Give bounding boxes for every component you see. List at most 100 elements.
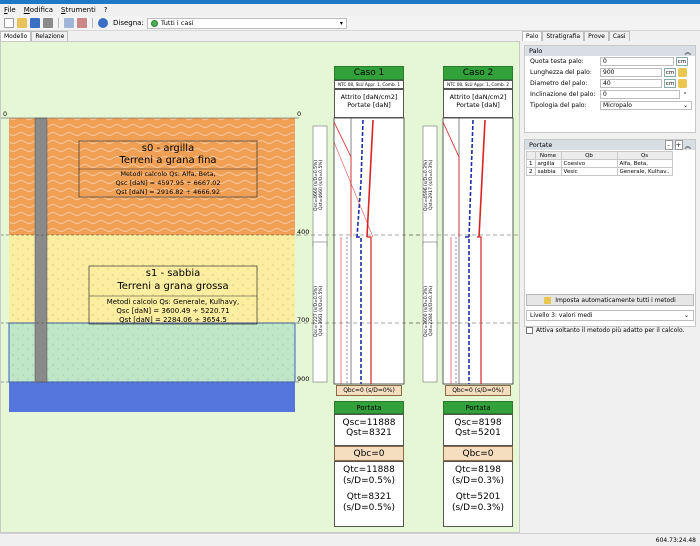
diametro-input[interactable]: 40	[600, 79, 662, 88]
layer1-method: Metodi calcolo Qs: Alfa, Beta,	[120, 170, 216, 178]
save-icon[interactable]	[30, 18, 40, 28]
case2-qbc-small: Qbc=0 (s/D=0%)	[445, 385, 511, 396]
strata-table: Nome Qb Qs 1 argilla Coesivo Alfa, Beta,…	[526, 151, 673, 176]
auto-methods-label: Imposta automaticamente tutti i metodi	[555, 296, 676, 304]
case2-subtitle: NTC 08, SLU Appr. 1, Comb. 2	[443, 80, 513, 89]
chevron-down-icon: ⌄	[682, 102, 688, 109]
case-dot-icon	[150, 19, 158, 27]
disegna-select[interactable]: Tutti i casi ▾	[146, 17, 347, 29]
case1-title[interactable]: Caso 1	[334, 66, 404, 80]
method-checkbox[interactable]	[526, 326, 533, 334]
chevron-down-icon: ⌄	[683, 312, 689, 319]
wand-icon	[544, 296, 552, 304]
inclinazione-unit: °	[683, 91, 687, 98]
collapse-icon[interactable]: ︽	[684, 48, 692, 56]
copy-icon[interactable]	[64, 18, 74, 28]
field-inclinazione: Inclinazione del palo: 0 °	[525, 89, 695, 100]
cursor-coordinates: 604.73:24.48	[655, 536, 696, 544]
case1-qbc: Qbc=0	[334, 446, 404, 461]
cell-qs[interactable]: Alfa, Beta,	[616, 159, 673, 168]
case1-qst: Qst=8321	[346, 428, 392, 438]
info-icon[interactable]	[98, 18, 108, 28]
row-num: 2	[526, 167, 536, 176]
tab-modello[interactable]: Modello	[0, 31, 32, 41]
model-canvas[interactable]: 0 0 400 700 900 s0 - argilla Terreni a g…	[0, 41, 520, 533]
cell-qb[interactable]: Coesivo	[560, 159, 618, 168]
remove-icon[interactable]: -	[664, 140, 673, 150]
cell-nome[interactable]: sabbia	[534, 167, 562, 176]
layer1-qsc: Qsc [daN] = 4597.95 ÷ 6667.02	[115, 179, 221, 187]
calculator-icon[interactable]	[678, 68, 687, 77]
case1-header: Attrito [daN/cm2] Portate [daN]	[334, 89, 404, 118]
cell-nome[interactable]: argilla	[534, 159, 562, 168]
tipologia-select[interactable]: Micropalo ⌄	[600, 101, 692, 110]
pile-shaft[interactable]	[34, 117, 48, 383]
field-lunghezza-label: Lunghezza del palo:	[530, 69, 592, 76]
method-checkbox-label: Attiva soltanto il metodo più adatto per…	[536, 326, 685, 334]
right-tabs: Palo Stratigrafia Prove Casi	[522, 31, 630, 42]
tab-stratigrafia[interactable]: Stratigrafia	[542, 31, 585, 41]
tab-casi[interactable]: Casi	[608, 31, 630, 41]
palo-section-header[interactable]: Palo ︽	[525, 46, 695, 56]
open-folder-icon[interactable]	[17, 18, 27, 28]
base-layer	[9, 382, 295, 412]
toolbar: Disegna: Tutti i casi ▾	[0, 16, 700, 31]
table-row[interactable]: 1 argilla Coesivo Alfa, Beta,	[526, 159, 673, 168]
level-select[interactable]: Livello 3: valori medi ⌄	[526, 310, 694, 321]
menu-help[interactable]: ?	[103, 6, 108, 14]
chevron-down-icon: ▾	[339, 19, 343, 27]
method-checkbox-row[interactable]: Attiva soltanto il metodo più adatto per…	[526, 325, 696, 335]
quota-input[interactable]: 0	[600, 57, 674, 66]
col-qs: Qs	[616, 151, 673, 160]
case2-head-attrito: Attrito [daN/cm2]	[449, 93, 507, 101]
col-qb: Qb	[560, 151, 618, 160]
add-icon[interactable]: +	[674, 140, 683, 150]
layer1-name: s0 - argilla	[141, 143, 195, 154]
case1-subtitle: NTC 08, SLU Appr. 1, Comb. 1	[334, 80, 404, 89]
disegna-label: Disegna:	[113, 19, 144, 27]
sand-layer[interactable]	[9, 235, 295, 323]
palo-section-title: Palo	[529, 47, 543, 55]
report-icon[interactable]	[77, 18, 87, 28]
case1-qt-box: Qtc=11888 (s/D=0.5%) Qtt=8321 (s/D=0.5%)	[334, 461, 404, 527]
layer2-desc: Terreni a grana grossa	[117, 281, 229, 292]
case1-qtt: Qtt=8321	[346, 492, 392, 502]
case1-head-attrito: Attrito [daN/cm2]	[340, 93, 398, 101]
case1-qtc-sd: (s/D=0.5%)	[342, 476, 396, 486]
tab-prove[interactable]: Prove	[584, 31, 609, 41]
case1-qs-box: Qsc=11888 Qst=8321	[334, 414, 404, 446]
inclinazione-input[interactable]: 0	[600, 90, 680, 99]
field-tipologia-label: Tipologia del palo:	[530, 102, 587, 109]
cell-qs[interactable]: Generale, Kulhav..	[616, 167, 673, 176]
portate-section-header[interactable]: Portate - + ︽	[525, 140, 695, 150]
status-bar: 604.73:24.48	[0, 533, 700, 546]
new-file-icon[interactable]	[4, 18, 14, 28]
tab-palo[interactable]: Palo	[522, 31, 543, 41]
case2-title[interactable]: Caso 2	[443, 66, 513, 80]
diametro-unit[interactable]: cm	[664, 79, 676, 88]
lunghezza-unit[interactable]: cm	[664, 68, 676, 77]
case1-qsc: Qsc=11888	[342, 418, 396, 428]
disegna-value: Tutti i casi	[160, 19, 194, 27]
print-icon[interactable]	[43, 18, 53, 28]
cell-qb[interactable]: Vesic	[560, 167, 618, 176]
calculator-icon[interactable]	[678, 79, 687, 88]
collapse-icon[interactable]: ︽	[684, 142, 692, 150]
menu-strumenti[interactable]: Strumenti	[61, 6, 96, 14]
menu-file[interactable]: File	[4, 6, 16, 14]
lunghezza-input[interactable]: 900	[600, 68, 662, 77]
tab-relazione[interactable]: Relazione	[31, 31, 69, 41]
case1-side-upper: Qsc=4660 (s/D=0.5%) Qst=4660 (s/D=0.5%)	[314, 159, 324, 211]
case1-qtt-sd: (s/D=0.5%)	[342, 503, 396, 513]
quota-unit[interactable]: cm	[676, 57, 688, 66]
clay-layer[interactable]	[9, 118, 295, 235]
menu-modifica[interactable]: Modifica	[23, 6, 53, 14]
case2-qsc: Qsc=8198	[454, 418, 502, 428]
field-diametro: Diametro del palo: 40 cm	[525, 78, 695, 89]
depth-label-400: 400	[297, 228, 310, 236]
case2-portata-head: Portata	[443, 401, 513, 414]
table-row[interactable]: 2 sabbia Vesic Generale, Kulhav..	[526, 167, 673, 176]
field-quota: Quota testa palo: 0 cm	[525, 56, 695, 67]
water-table-zone[interactable]	[9, 323, 295, 382]
auto-methods-button[interactable]: Imposta automaticamente tutti i metodi	[526, 294, 694, 306]
